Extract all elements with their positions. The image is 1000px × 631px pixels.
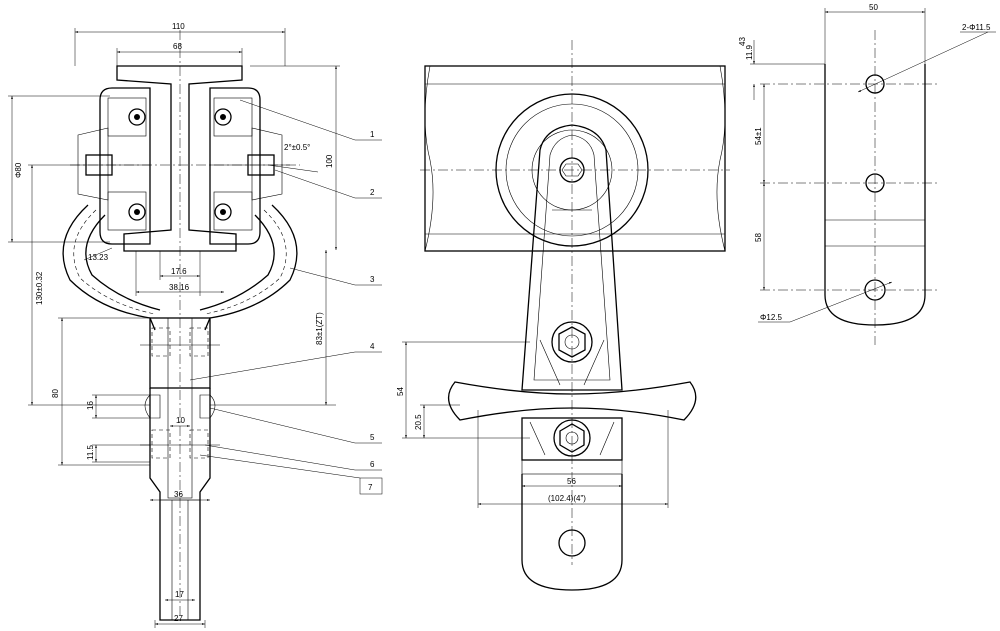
dim-11-5: 11.5 [86,444,95,460]
hole-middle [865,173,885,193]
callout-1: 1 [370,130,375,139]
right-view-dimensions: 50 11.9 43 2-Φ11.5 54±1 58 Φ12.5 [738,3,996,323]
middle-side-view: 54 20.5 56 (102.4)(4") [396,40,730,591]
dim-13-23: 13.23 [88,253,109,262]
dim-130: 130±0.32 [35,271,44,305]
dim-80: 80 [51,389,60,398]
dim-27: 27 [174,614,183,623]
hanger-arm-side [521,124,623,391]
bolt-nuts-side [551,321,593,457]
hole-top [865,74,885,94]
dim-100: 100 [325,154,334,168]
middle-view-dimensions: 54 20.5 56 (102.4)(4") [396,341,669,508]
dim-11-9: 11.9 [745,44,754,60]
dim-68: 68 [173,42,182,51]
dim-20-5: 20.5 [414,414,423,430]
callout-6: 6 [370,460,375,469]
left-section-view: 110 68 Φ80 100 2°±0.5° 13.23 17.6 38.16 [8,22,383,628]
dim-17-6: 17.6 [171,267,187,276]
dim-50: 50 [869,3,878,12]
dim-10: 10 [176,416,185,425]
callout-4: 4 [370,342,375,351]
dim-angle: 2°±0.5° [284,143,310,152]
left-view-dimensions: 110 68 Φ80 100 2°±0.5° 13.23 17.6 38.16 [8,22,340,628]
dim-83: 83±1(ZT) [315,312,324,345]
part-callouts: 1 2 3 4 5 6 7 [189,99,383,495]
dim-36: 36 [174,490,183,499]
i-beam-rail [116,65,243,252]
callout-7: 7 [368,483,373,492]
dim-43: 43 [738,37,747,46]
clamp-bar [448,381,697,475]
callout-2: 2 [370,188,375,197]
dim-54-1: 54±1 [754,127,763,145]
bottom-plate [521,474,623,591]
dim-17: 17 [175,590,184,599]
left-roller-assembly [70,87,151,245]
dim-holes: 2-Φ11.5 [962,23,991,32]
dim-54: 54 [396,387,405,396]
hole-bottom [864,279,886,301]
right-plate-view: 50 11.9 43 2-Φ11.5 54±1 58 Φ12.5 [738,3,996,345]
dim-38-16: 38.16 [169,283,190,292]
dim-phi80: Φ80 [14,162,23,178]
right-roller-assembly [209,87,290,245]
dim-phi12-5: Φ12.5 [760,313,783,322]
callout-3: 3 [370,275,375,284]
dim-110: 110 [172,22,185,31]
hanger-arms [62,204,298,331]
hanger-stem [140,317,220,621]
dim-16: 16 [86,401,95,410]
dim-102-4: (102.4)(4") [548,494,586,503]
dim-56: 56 [567,477,576,486]
pulley-wheel [495,93,649,247]
callout-5: 5 [370,433,375,442]
dim-58: 58 [754,233,763,242]
